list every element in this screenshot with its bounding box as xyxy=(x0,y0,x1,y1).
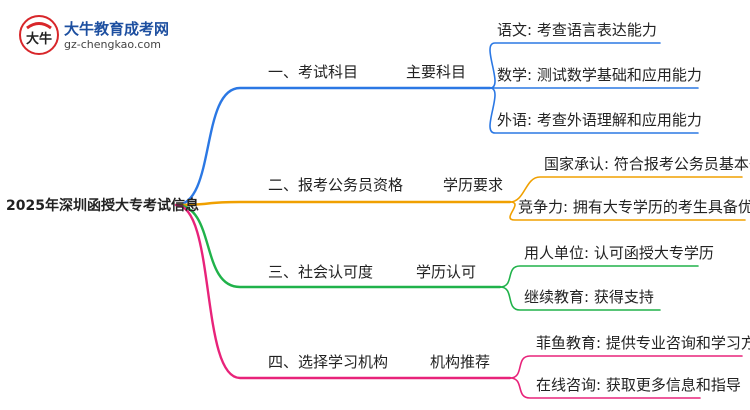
leaf-connector-3-2 xyxy=(499,286,661,311)
leaf-connector-4-1 xyxy=(509,355,743,379)
leaf-3-2: 继续教育: 获得支持 xyxy=(524,288,654,306)
root-topic: 2025年深圳函授大专考试信息 xyxy=(6,198,199,214)
logo-mark-icon: 大牛 xyxy=(19,15,59,55)
leaf-1-2: 数学: 测试数学基础和应用能力 xyxy=(497,66,702,84)
leaf-1-3: 外语: 考查外语理解和应用能力 xyxy=(497,111,702,129)
branch-connector-4 xyxy=(174,203,512,380)
logo-url: gz-chengkao.com xyxy=(64,38,161,51)
leaf-4-1: 菲鱼教育: 提供专业咨询和学习方案 xyxy=(536,334,750,352)
branch-key-1: 主要科目 xyxy=(406,63,467,81)
logo: 大牛 大牛教育成考网 gz-chengkao.com xyxy=(18,14,208,58)
branch-connector-1 xyxy=(174,86,492,207)
branch-title-3: 三、社会认可度 xyxy=(268,263,374,281)
branch-title-1: 一、考试科目 xyxy=(268,63,359,81)
branch-key-3: 学历认可 xyxy=(416,263,477,281)
leaf-2-1: 国家承认: 符合报考公务员基本条件 xyxy=(544,155,750,173)
leaf-connector-4-2 xyxy=(509,377,701,399)
branch-title-4: 四、选择学习机构 xyxy=(268,353,389,371)
leaf-connector-2-1 xyxy=(509,176,743,203)
branch-title-2: 二、报考公务员资格 xyxy=(268,176,404,194)
leaf-1-1: 语文: 考查语言表达能力 xyxy=(497,21,657,39)
branch-connector-2 xyxy=(174,200,512,207)
leaf-3-1: 用人单位: 认可函授大专学历 xyxy=(524,244,714,262)
branch-key-4: 机构推荐 xyxy=(430,353,491,371)
leaf-connector-2-2 xyxy=(509,201,746,221)
logo-name: 大牛教育成考网 xyxy=(64,20,170,38)
branch-connector-3 xyxy=(174,203,502,289)
leaf-2-2: 竞争力: 拥有大专学历的考生具备优势 xyxy=(518,198,750,216)
leaf-4-2: 在线咨询: 获取更多信息和指导 xyxy=(536,376,741,394)
leaf-connector-1-3 xyxy=(489,87,699,134)
branch-key-2: 学历要求 xyxy=(443,176,504,194)
leaf-connector-1-1 xyxy=(489,42,661,89)
logo-mark-text: 大牛 xyxy=(26,31,52,47)
leaf-connector-3-1 xyxy=(499,265,699,288)
